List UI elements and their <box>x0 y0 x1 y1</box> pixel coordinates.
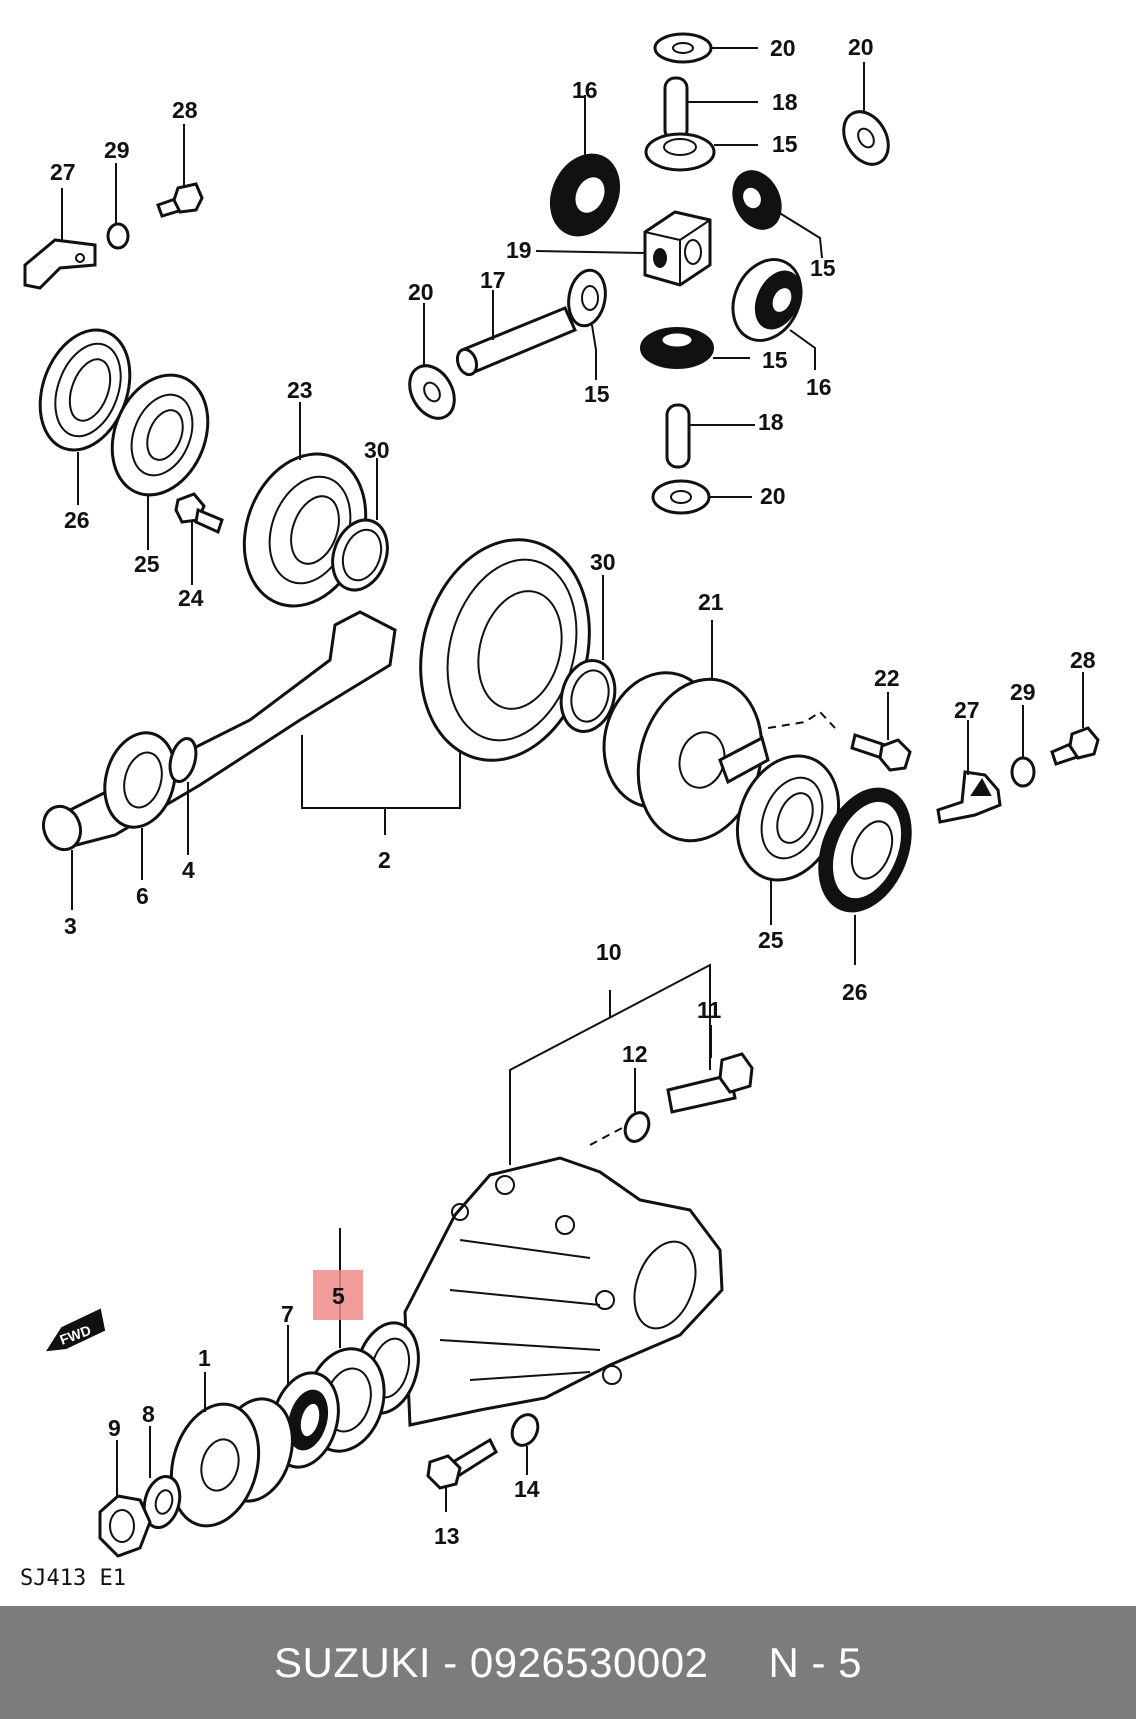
washer-20-mid <box>408 303 456 420</box>
bolt-24 <box>174 492 224 585</box>
label-part-6: 6 <box>136 883 149 909</box>
label-part-20: 20 <box>848 34 874 60</box>
label-part-25: 25 <box>758 927 784 953</box>
label-part-4: 4 <box>182 857 195 883</box>
washer-20-right <box>842 62 890 166</box>
highlighted-part-box <box>313 1270 363 1320</box>
bolt-28-right <box>1050 672 1100 766</box>
label-part-18: 18 <box>772 89 798 115</box>
bearing-25-left <box>110 373 210 550</box>
washer-20-bottom <box>651 479 752 515</box>
bolt-22 <box>850 692 912 772</box>
washer-12 <box>623 1068 651 1143</box>
spacer-4 <box>168 737 198 855</box>
part-labels: 20 20 18 15 16 28 29 27 19 15 20 17 15 1… <box>20 34 1096 1591</box>
label-part-19: 19 <box>506 237 532 263</box>
washer-29-right <box>1010 705 1036 788</box>
label-part-8: 8 <box>142 1401 155 1427</box>
label-part-28: 28 <box>172 97 198 123</box>
label-part-29: 29 <box>104 137 130 163</box>
label-part-17: 17 <box>480 267 506 293</box>
label-part-5[interactable]: 5 <box>332 1283 345 1309</box>
label-part-27: 27 <box>954 697 980 723</box>
label-part-1: 1 <box>198 1345 211 1371</box>
label-part-15: 15 <box>810 255 836 281</box>
pinion-drive-shaft-3 <box>41 610 397 910</box>
label-part-29: 29 <box>1010 679 1036 705</box>
label-part-20: 20 <box>770 35 796 61</box>
label-part-20: 20 <box>408 279 434 305</box>
pinion-gear-15-lower <box>640 327 750 369</box>
label-part-25: 25 <box>134 551 160 577</box>
diff-case-block-19 <box>535 210 712 287</box>
bolt-13 <box>426 1437 498 1512</box>
pinion-shaft-17 <box>455 290 578 377</box>
label-part-23: 23 <box>287 377 313 403</box>
label-part-16: 16 <box>572 77 598 103</box>
label-part-14: 14 <box>514 1476 540 1502</box>
bearing-6 <box>103 731 177 880</box>
side-gear-16-top <box>549 95 621 237</box>
oil-seal-30-upper <box>331 458 389 592</box>
bracket-27-left <box>23 188 97 290</box>
label-part-28: 28 <box>1070 647 1096 673</box>
label-part-24: 24 <box>178 585 204 611</box>
label-part-20: 20 <box>760 483 786 509</box>
label-part-30: 30 <box>364 437 390 463</box>
bolt-11 <box>666 1025 754 1114</box>
label-part-26: 26 <box>64 507 90 533</box>
forward-direction-arrow-icon: FWD <box>46 1308 106 1352</box>
label-part-9: 9 <box>108 1415 121 1441</box>
label-part-13: 13 <box>434 1523 460 1549</box>
differential-case-21 <box>602 620 836 843</box>
label-part-3: 3 <box>64 913 77 939</box>
label-part-22: 22 <box>874 665 900 691</box>
brand-name: SUZUKI <box>274 1638 432 1686</box>
differential-housing-10 <box>354 963 724 1427</box>
nut-9 <box>98 1440 152 1558</box>
bearing-25-right <box>735 754 841 925</box>
side-gear-16-right <box>731 258 816 370</box>
label-part-26: 26 <box>842 979 868 1005</box>
label-part-27: 27 <box>50 159 76 185</box>
bolt-28-left <box>156 124 204 218</box>
exploded-parts-diagram: FWD 20 20 18 15 16 28 29 27 19 15 20 17 … <box>20 32 1100 1591</box>
pinion-shaft-18-lower <box>665 403 755 469</box>
pinion-gear-15-right <box>732 170 823 259</box>
label-part-30: 30 <box>590 549 616 575</box>
oil-seal-30-lower <box>559 575 617 733</box>
reference-code: N - 5 <box>768 1638 862 1686</box>
label-part-11: 11 <box>697 997 722 1023</box>
label-part-21: 21 <box>698 589 724 615</box>
bracket-27-right <box>936 720 1002 824</box>
washer-14 <box>510 1413 540 1475</box>
label-part-15: 15 <box>772 131 798 157</box>
washer-8 <box>142 1426 182 1529</box>
label-part-16: 16 <box>806 374 832 400</box>
label-part-10: 10 <box>596 939 622 965</box>
washer-29-left <box>106 163 130 250</box>
label-part-2: 2 <box>378 847 391 873</box>
washer-20-top <box>653 32 758 64</box>
label-part-7: 7 <box>281 1301 294 1327</box>
part-number[interactable]: 0926530002 <box>469 1638 709 1686</box>
separator-dash: - <box>443 1638 458 1686</box>
label-part-12: 12 <box>622 1041 648 1067</box>
pinion-shaft-18-top <box>663 76 758 142</box>
companion-flange-1 <box>169 1372 294 1528</box>
label-part-15: 15 <box>762 347 788 373</box>
label-part-18: 18 <box>758 409 784 435</box>
drawing-code: SJ413 E1 <box>20 1566 126 1591</box>
label-part-15: 15 <box>584 381 610 407</box>
part-info-footer: SUZUKI - 0926530002 N - 5 <box>0 1606 1136 1719</box>
pinion-gear-15-mid <box>567 268 607 380</box>
pinion-gear-15-top <box>644 132 758 172</box>
bearing-cup-26-right <box>818 787 912 965</box>
